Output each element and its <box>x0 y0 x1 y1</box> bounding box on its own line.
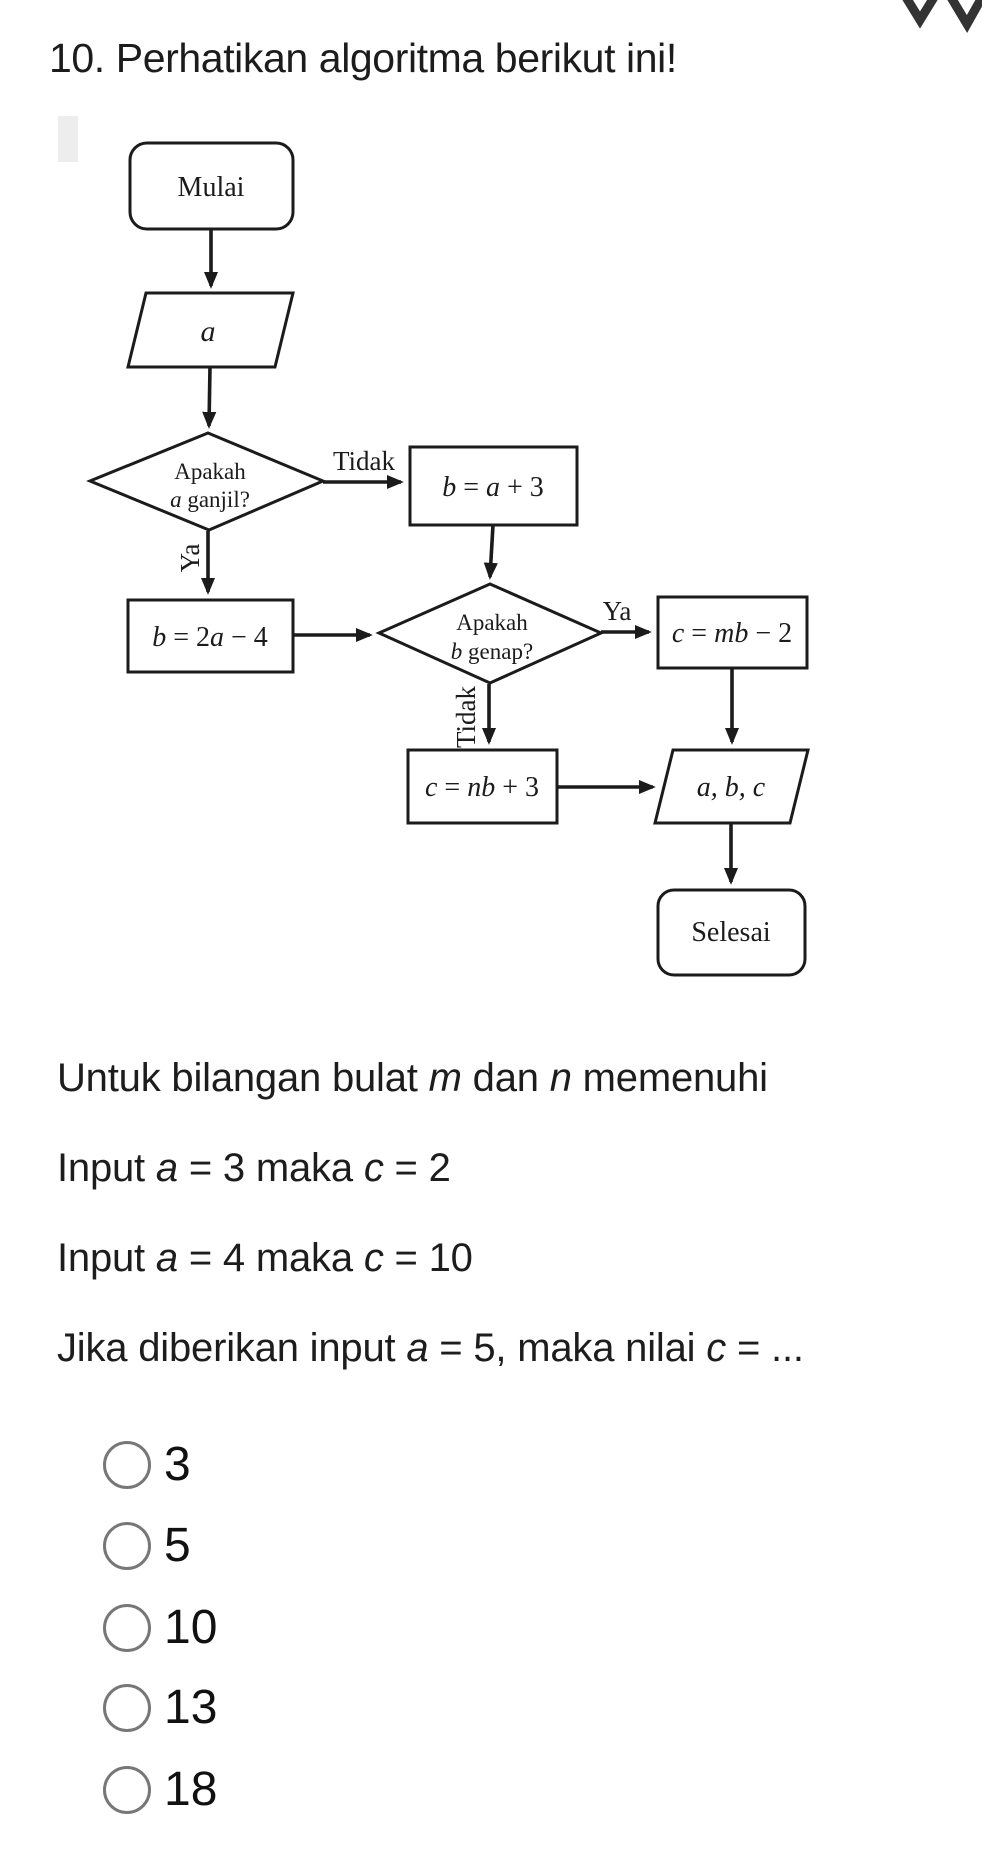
decision-1-line2: a ganjil? <box>170 487 250 512</box>
process-c-yes-node <box>656 595 809 670</box>
input-node-label: a <box>201 315 216 348</box>
branch-label-tidak-1: Tidak <box>333 446 396 476</box>
arrow-beven-to-decision2 <box>483 524 498 580</box>
clipped-w-icon <box>902 0 982 33</box>
process-c-no-node <box>406 748 559 825</box>
radio-button[interactable] <box>103 1766 151 1814</box>
option-label: 3 <box>164 1438 191 1491</box>
question-title: 10. Perhatikan algoritma berikut ini! <box>49 35 677 81</box>
branch-label-tidak-2: Tidak <box>451 685 481 748</box>
radio-button[interactable] <box>103 1441 151 1489</box>
decision-1-node <box>86 431 327 532</box>
output-node <box>653 748 810 825</box>
option-row-10[interactable]: 10 <box>103 1597 217 1659</box>
option-row-3[interactable]: 3 <box>103 1434 191 1496</box>
process-c-no-label: c = nb + 3 <box>425 772 539 803</box>
photo-artifact <box>58 116 78 162</box>
input-node <box>126 291 295 369</box>
end-node <box>656 888 807 977</box>
option-label: 18 <box>164 1763 218 1816</box>
paragraph-input-3: Input a = 3 maka c = 2 <box>57 1146 451 1190</box>
option-label: 10 <box>164 1601 218 1654</box>
paragraph-question: Jika diberikan input a = 5, maka nilai c… <box>57 1326 804 1370</box>
process-c-yes-label: c = mb − 2 <box>672 618 792 649</box>
start-node <box>128 141 295 231</box>
process-b-even-label: b = a + 3 <box>442 472 544 503</box>
option-row-18[interactable]: 18 <box>103 1759 217 1821</box>
decision-2-line1: Apakah <box>456 610 528 635</box>
flowchart-image: Mulai a Apakah a ganjil? Tidak Ya b = a … <box>58 116 810 977</box>
process-b-odd-node <box>126 598 295 674</box>
output-node-label: a, b, c <box>697 772 766 803</box>
decision-2-line2: b genap? <box>451 639 533 664</box>
paragraph-input-4: Input a = 4 maka c = 10 <box>57 1236 473 1280</box>
branch-label-ya-1: Ya <box>175 544 205 573</box>
radio-button[interactable] <box>103 1684 151 1732</box>
decision-1-line1: Apakah <box>174 459 246 484</box>
option-label: 5 <box>164 1519 191 1572</box>
process-b-odd-label: b = 2a − 4 <box>152 622 268 653</box>
radio-button[interactable] <box>103 1522 151 1570</box>
option-row-5[interactable]: 5 <box>103 1515 191 1577</box>
start-node-label: Mulai <box>178 172 245 203</box>
end-node-label: Selesai <box>691 917 771 948</box>
branch-label-ya-2: Ya <box>603 596 632 626</box>
option-row-13[interactable]: 13 <box>103 1677 217 1739</box>
radio-button[interactable] <box>103 1604 151 1652</box>
process-b-even-node <box>408 445 579 527</box>
arrow-input-to-decision1 <box>202 366 217 429</box>
option-label: 13 <box>164 1681 218 1734</box>
decision-2-node <box>375 582 605 685</box>
paragraph-m-n: Untuk bilangan bulat m dan n memenuhi <box>57 1056 768 1100</box>
